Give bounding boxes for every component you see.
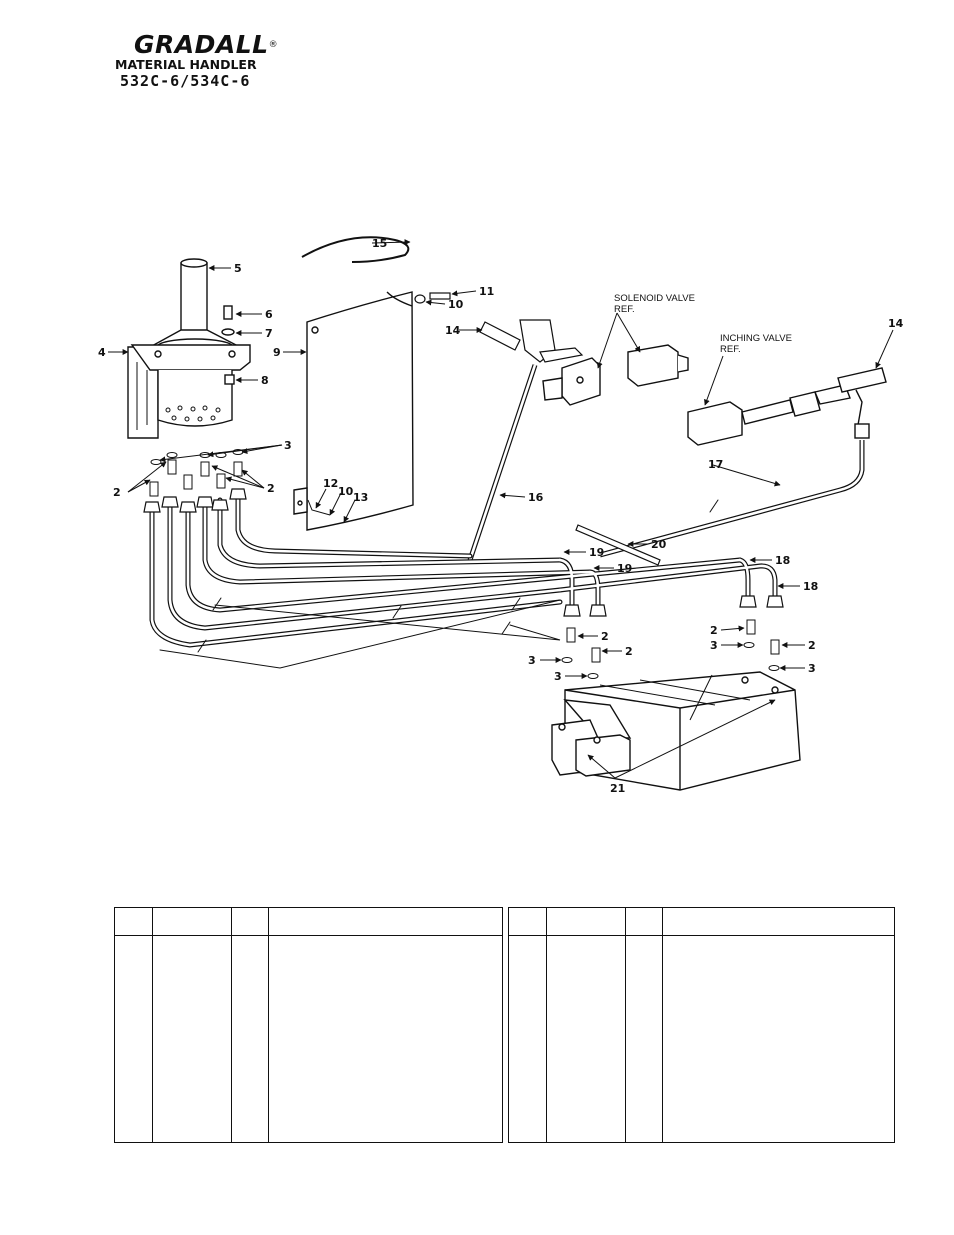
callout-19-upper: 19 xyxy=(589,546,604,559)
callout-2-a: 2 xyxy=(601,630,609,643)
tube-17 xyxy=(599,440,865,558)
callout-3-d: 3 xyxy=(808,662,816,675)
callout-19-lower: 19 xyxy=(617,562,632,575)
callout-4: 4 xyxy=(98,346,106,359)
callout-6: 6 xyxy=(265,308,273,321)
callout-3-c: 3 xyxy=(710,639,718,652)
document-header: GRADALL® MATERIAL HANDLER 532C-6/534C-6 xyxy=(112,30,312,91)
callout-labels xyxy=(108,239,894,779)
callout-18-upper: 18 xyxy=(775,554,790,567)
callout-8: 8 xyxy=(261,374,269,387)
callout-17: 17 xyxy=(708,458,723,471)
control-valve-body xyxy=(551,671,801,791)
callout-2-right: 2 xyxy=(267,482,275,495)
wire-15 xyxy=(301,236,410,263)
callout-2-c: 2 xyxy=(710,624,718,637)
callout-2-d: 2 xyxy=(808,639,816,652)
solenoid-valve-blocks xyxy=(542,344,689,406)
exploded-parts-diagram: 5 6 7 8 4 9 10 11 14 14 15 16 17 18 18 1… xyxy=(98,236,904,795)
callout-5: 5 xyxy=(234,262,242,275)
callout-12: 12 xyxy=(323,477,338,490)
hydraulic-tube-bundle xyxy=(149,492,778,669)
callout-14-right: 14 xyxy=(888,317,904,330)
fitting-elbow-14 xyxy=(479,319,584,363)
parts-table-left xyxy=(114,907,503,1143)
bolt-11 xyxy=(414,292,451,304)
inching-valve-ref-line1: INCHING VALVE xyxy=(720,333,792,344)
header-subtitle: MATERIAL HANDLER xyxy=(115,57,257,72)
callout-2-b: 2 xyxy=(625,645,633,658)
inching-valve-ref-line2: REF. xyxy=(720,344,741,355)
brand-logo: GRADALL® xyxy=(134,30,279,59)
callout-9: 9 xyxy=(273,346,281,359)
parts-table-left-body xyxy=(115,935,502,1142)
callout-3-a: 3 xyxy=(528,654,536,667)
callout-13: 13 xyxy=(353,491,368,504)
parts-table-right-body xyxy=(509,935,894,1142)
callout-15: 15 xyxy=(372,237,387,250)
callout-3-top: 3 xyxy=(284,439,292,452)
parts-table-left-header xyxy=(115,908,502,936)
cover-shield xyxy=(293,291,414,531)
callout-11: 11 xyxy=(479,285,494,298)
control-handle-assembly xyxy=(127,258,251,439)
callout-7: 7 xyxy=(265,327,273,340)
inching-valve-assembly xyxy=(687,367,887,446)
parts-table-right-header xyxy=(509,908,894,936)
callout-10-top: 10 xyxy=(448,298,464,311)
callout-20: 20 xyxy=(651,538,667,551)
strap-20 xyxy=(575,524,661,566)
callout-16: 16 xyxy=(528,491,544,504)
callout-18-lower: 18 xyxy=(803,580,818,593)
callout-21: 21 xyxy=(610,782,625,795)
solenoid-valve-ref-line2: REF. xyxy=(614,304,635,315)
callout-2-left: 2 xyxy=(113,486,121,499)
callout-3-b: 3 xyxy=(554,670,562,683)
callout-10-bottom: 10 xyxy=(338,485,354,498)
callout-14-left: 14 xyxy=(445,324,461,337)
parts-table-right xyxy=(508,907,895,1143)
solenoid-valve-ref-line1: SOLENOID VALVE xyxy=(614,293,695,304)
model-number: 532C-6/534C-6 xyxy=(120,72,251,90)
tube-nuts xyxy=(143,488,784,617)
connectors-and-orings xyxy=(149,449,780,679)
